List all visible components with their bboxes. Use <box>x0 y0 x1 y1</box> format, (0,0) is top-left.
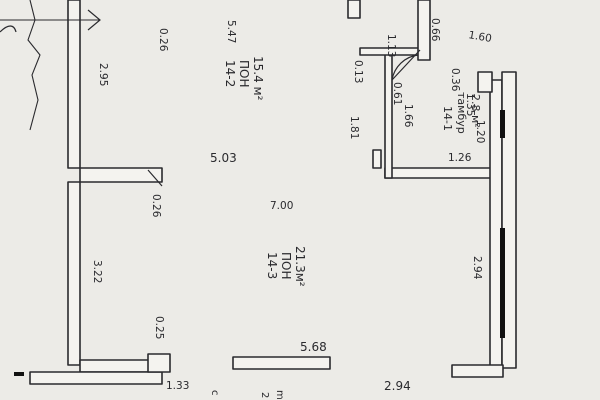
room-number: 14-1 <box>441 106 454 131</box>
partial-label: 2 <box>259 392 270 398</box>
room-14-1-label: 14-1 тамбур 2.8 м² <box>441 92 482 134</box>
bottom-wall-right <box>451 364 504 378</box>
bottom-stub <box>147 353 171 373</box>
dimension-label: 0.13 <box>352 60 364 83</box>
room-area: 21.3м² <box>293 246 307 287</box>
dimension-label: 1.81 <box>348 116 360 139</box>
door-arc-middle <box>147 169 163 187</box>
dimension-label: 1.60 <box>467 29 492 45</box>
partial-labels: m 2 c <box>209 390 285 400</box>
broken-boundary <box>0 0 100 131</box>
dimension-label: 1.35 <box>464 93 476 116</box>
north-arrow-icon <box>0 9 101 33</box>
window-right-top <box>500 110 505 138</box>
door-arc-tambour <box>391 49 421 81</box>
dimension-label: 0.26 <box>150 194 162 218</box>
dimension-label: 5.47 <box>225 20 237 43</box>
tambour-wall-left <box>384 49 393 179</box>
dimension-label: 0.26 <box>157 28 169 52</box>
partial-label: m <box>274 390 285 400</box>
dimension-labels: 0.26 5.47 1.13 0.66 1.60 2.95 0.13 0.61 … <box>91 18 493 393</box>
dimension-label: 5.03 <box>210 151 237 165</box>
small-column <box>372 149 382 169</box>
dimension-label: 0.61 <box>391 82 403 105</box>
dimension-label: 5.68 <box>300 340 327 354</box>
outer-wall-left <box>67 0 81 169</box>
door-swings <box>147 49 421 187</box>
outer-wall-left-lower <box>67 181 81 366</box>
window-left-bottom <box>14 372 24 376</box>
room-name: ПОН <box>279 252 293 280</box>
dimension-label: 0.25 <box>153 316 165 339</box>
dimension-label: 2.94 <box>471 256 483 280</box>
dimension-label: 3.22 <box>91 260 103 283</box>
windows <box>14 110 505 376</box>
window-right-middle <box>500 228 505 338</box>
dimension-label: 1.33 <box>166 380 189 392</box>
dimension-label: 1.66 <box>402 104 414 128</box>
room-name: ПОН <box>237 60 251 88</box>
dimension-label: 1.26 <box>448 152 472 164</box>
dimension-label: 0.66 <box>429 18 441 42</box>
dimension-label: 1.13 <box>385 34 397 57</box>
room-area: 15.4 м² <box>251 56 265 101</box>
partial-label: c <box>209 390 220 396</box>
partition-wall-tamb <box>384 167 501 179</box>
walls <box>29 0 517 385</box>
room-name: тамбур <box>455 92 468 134</box>
dimension-label: 2.94 <box>384 379 411 393</box>
dimension-label: 1.20 <box>474 120 486 143</box>
room-number: 14-3 <box>265 252 279 279</box>
bottom-wall-center <box>232 356 331 370</box>
room-area: 2.8 м² <box>469 94 482 128</box>
top-wall-left <box>347 0 361 19</box>
dimension-label: 2.95 <box>97 63 109 86</box>
top-wall-right <box>417 0 431 61</box>
entrance-notch <box>477 71 493 93</box>
dimension-label: 7.00 <box>270 200 293 212</box>
bottom-wall-lower <box>29 371 163 385</box>
room-number: 14-2 <box>223 60 237 87</box>
room-14-2-label: 14-2 ПОН 15.4 м² <box>223 56 265 101</box>
dimension-label: 0.36 <box>449 68 461 92</box>
partition-wall-middle <box>79 167 163 183</box>
room-14-3-label: 14-3 ПОН 21.3м² <box>265 246 307 287</box>
